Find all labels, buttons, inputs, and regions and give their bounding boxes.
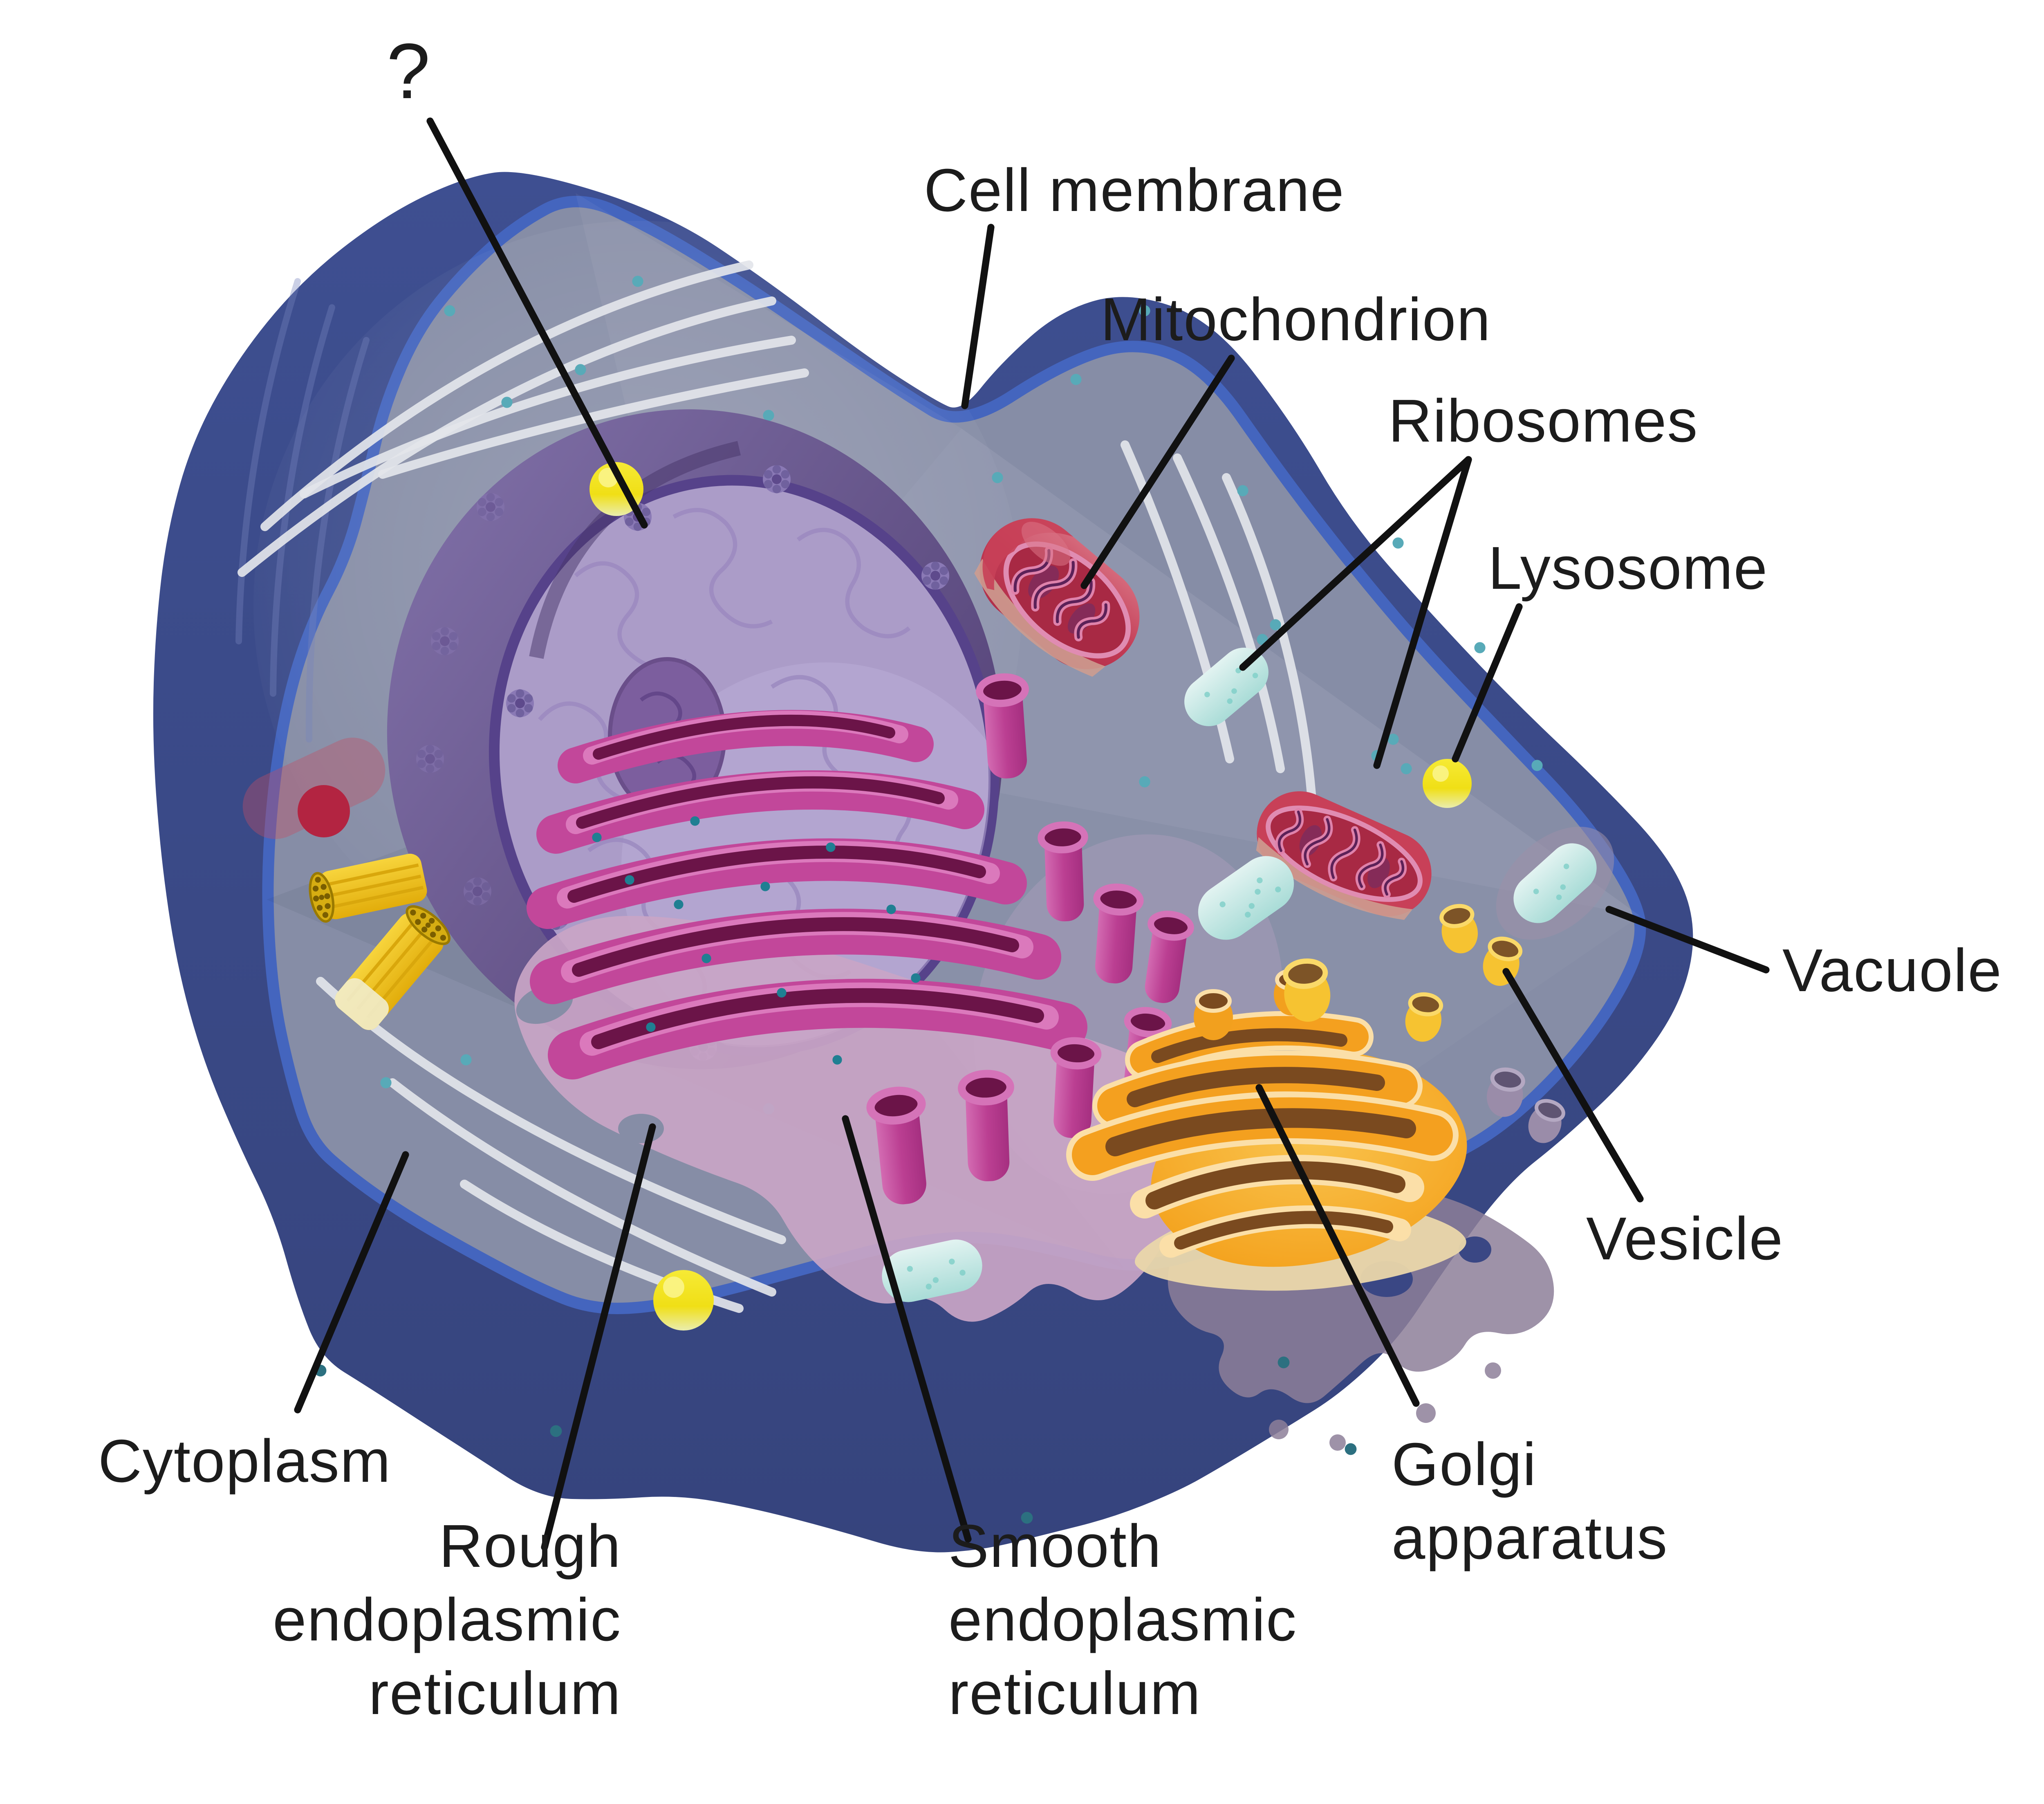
label-cytoplasm: Cytoplasm [98,1427,391,1495]
pointer-line-ribosomes-1 [1239,456,1472,671]
er-apron-hole2 [618,1114,664,1143]
golgi-cisternae [1066,1011,1459,1258]
mitochondrion-2 [1256,791,1432,920]
pointer-line-rough-er [541,1123,656,1551]
label-vacuole: Vacuole [1782,937,2002,1004]
label-smooth-er-line1: Smooth [948,1512,1162,1580]
pointer-line-vesicle [1502,968,1644,1203]
yellow-body [653,1270,714,1331]
label-lysosome: Lysosome [1488,534,1768,602]
rough-er-slab [527,838,1027,929]
pointer-line-smooth-er [842,1115,972,1543]
labels: ? Cell membrane Mitochondrion Ribosomes … [98,27,2002,1727]
label-smooth-er-line3: reticulum [948,1660,1201,1727]
mitochondrion-faded [242,738,385,839]
centriole-1 [309,853,427,923]
pseudopod-droplets [1269,1362,1501,1451]
label-cell-membrane: Cell membrane [924,157,1345,224]
rough-er-slab [536,770,984,854]
label-unknown-question: ? [387,27,431,115]
pointer-line-lysosome [1452,603,1523,763]
rough-er-slab [530,909,1061,1004]
label-vesicle: Vesicle [1586,1205,1784,1272]
pointer-line-vacuole [1605,906,1770,974]
pointer-lines [294,117,1770,1551]
rough-er-slab [558,710,934,783]
vacuole [882,1239,982,1302]
label-golgi-line2: apparatus [1392,1504,1668,1572]
label-rough-er-line1: Rough [439,1512,621,1580]
pointer-line-unknown [426,117,648,529]
lysosome-labeled [1423,759,1472,808]
rough-er-slab [548,978,1087,1079]
label-mitochondrion: Mitochondrion [1100,286,1491,353]
vacuole [1198,856,1294,940]
rough-er [527,710,1087,1079]
label-rough-er-line2: endoplasmic [273,1586,621,1654]
centriole-2 [335,905,450,1030]
pointer-line-mitochondrion [1080,355,1235,589]
nuclear-envelope-crevice [529,441,741,659]
label-ribosomes: Ribosomes [1388,387,1698,455]
label-golgi-line1: Golgi [1392,1431,1537,1498]
mitochondrion-1 [974,518,1140,677]
pointer-line-golgi [1255,1084,1420,1407]
label-smooth-er-line2: endoplasmic [948,1586,1297,1654]
pointer-line-cytoplasm [294,1151,409,1414]
vacuole-labeled [1513,843,1597,923]
pointer-line-cell-membrane [961,224,995,409]
pointer-line-ribosomes-2 [1373,456,1472,769]
golgi-apparatus [1066,969,1467,1291]
label-rough-er-line3: reticulum [369,1660,621,1727]
rough-er-ribosome-dots [592,816,921,1065]
lysosomes [589,462,1472,1331]
vacuoles [882,648,1614,1302]
